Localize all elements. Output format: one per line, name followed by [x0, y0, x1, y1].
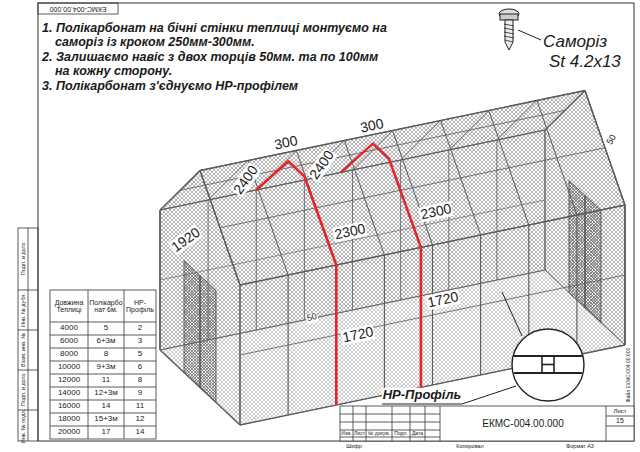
- note-text: 2. Залишаємо навіс з двох торців 50мм. т…: [42, 51, 395, 79]
- frame-eave: [160, 130, 545, 210]
- table-cell: 6+3м: [89, 336, 123, 348]
- dimension-label: 2400: [230, 162, 262, 198]
- dimension-label: 1720: [340, 324, 376, 346]
- table-cell: 2: [125, 323, 155, 335]
- dimension-label: 1720: [425, 289, 461, 311]
- overhang-label: 50: [305, 312, 319, 325]
- table-cell: 14: [89, 401, 123, 413]
- title-block-text: Лист: [613, 408, 626, 415]
- dimension-label: 1920: [168, 224, 204, 256]
- corner-box: [38, 3, 118, 14]
- frame-post: [160, 210, 161, 350]
- screw-icon: [499, 9, 541, 50]
- table-cell: 16000: [51, 401, 87, 413]
- frame-base: [160, 350, 240, 425]
- dimension-label: 2300: [332, 221, 368, 243]
- dimension-label: 300: [272, 133, 300, 153]
- frame-base: [160, 270, 545, 350]
- dimension-label: 2400: [306, 147, 338, 183]
- greenhouse-illustration: [160, 91, 625, 426]
- table-cell: 14000: [51, 388, 87, 400]
- title-block-text: Копировал: [456, 443, 484, 449]
- frame-post: [624, 205, 625, 345]
- table-cell: 8000: [51, 349, 87, 361]
- table-header: НР-Профіль: [125, 291, 155, 321]
- frame-ridge: [200, 91, 585, 171]
- table-cell: 15+3м: [89, 414, 123, 426]
- table-cell: 11: [125, 401, 155, 413]
- strip-label: Инв. № дубл.: [20, 293, 26, 327]
- table-cell: 8: [89, 349, 123, 361]
- table-cell: 12: [125, 414, 155, 426]
- table-cell: 4000: [51, 323, 87, 335]
- frame-post: [159, 210, 160, 350]
- screw-spec: St 4.2x13: [549, 53, 621, 72]
- table-cell: 9: [125, 388, 155, 400]
- front-wall: [240, 205, 625, 425]
- table-cell: 9+3м: [89, 362, 123, 374]
- table-cell: 12000: [51, 375, 87, 387]
- table-cell: 14: [125, 427, 155, 439]
- table-cell: 5: [89, 323, 123, 335]
- sheet-number: 15: [616, 417, 624, 425]
- table-cell: 18000: [51, 414, 87, 426]
- door-leaf: [585, 196, 601, 323]
- frame-purlin: [220, 148, 605, 228]
- title-block-text: Дата: [412, 431, 423, 437]
- screw-label: Саморіз: [543, 33, 607, 52]
- title-block-text: Подп.: [394, 431, 407, 437]
- frame-rail: [160, 200, 545, 280]
- table-cell: 6000: [51, 336, 87, 348]
- table-cell: 10000: [51, 362, 87, 374]
- frame-rafter: [160, 171, 200, 211]
- title-block-text: № докум.: [368, 431, 390, 437]
- frame-gable: [545, 91, 585, 131]
- callout-label: НР-Профіль: [382, 388, 463, 402]
- strip-label: Инв. № подл.: [20, 408, 26, 442]
- title-block-text: Формат А3: [566, 443, 594, 449]
- table-cell: 17: [89, 427, 123, 439]
- strip-label: Взам. инв. №: [20, 333, 26, 367]
- drawing-code: ЕКМС-004.00.000: [482, 418, 563, 429]
- title-block: [340, 406, 634, 441]
- note-text: 1. Полікарбонат на бічні стінки теплиці …: [42, 22, 420, 50]
- frame-gable: [585, 91, 625, 206]
- page-frame: [38, 3, 634, 441]
- drawing-code: ЕКМС-004.00.000: [50, 5, 107, 13]
- table-header: Полікарбонат 6м.: [89, 291, 123, 321]
- table-cell: 11: [89, 375, 123, 387]
- table-cell: 12+3м: [89, 388, 123, 400]
- table-cell: 3: [125, 336, 155, 348]
- title-block-text: Изм.: [341, 431, 352, 437]
- strip-label: Подп. и дата: [20, 374, 26, 406]
- frame-rafter: [545, 91, 585, 131]
- dimension-label: 300: [358, 116, 386, 136]
- table-header: Довжина Теплиці: [51, 291, 87, 321]
- dimension-label: 2300: [418, 201, 454, 223]
- table-cell: 8: [125, 375, 155, 387]
- strip-label: Подп. и дата: [20, 243, 26, 275]
- frame-rafter: [585, 91, 625, 206]
- red-portal-frame: [256, 161, 336, 405]
- overhang-label: 50: [605, 132, 620, 147]
- quantity-table: [50, 290, 156, 439]
- note-text: 3. Полікарбонат з'єднуємо НР-профілем: [42, 80, 298, 94]
- hp-profile-callout: [382, 292, 584, 404]
- frame-post: [624, 205, 625, 345]
- table-cell: 20000: [51, 427, 87, 439]
- title-block-text: Лист: [354, 431, 365, 437]
- table-cell: 5: [125, 349, 155, 361]
- title-block-text: Шифр: [346, 443, 362, 449]
- red-portal-frame: [341, 144, 421, 388]
- file-label: Файл ЕКМС-004.00.000: [626, 348, 632, 402]
- table-cell: 6: [125, 362, 155, 374]
- frame-gable: [160, 171, 200, 211]
- door-leaf: [184, 261, 200, 388]
